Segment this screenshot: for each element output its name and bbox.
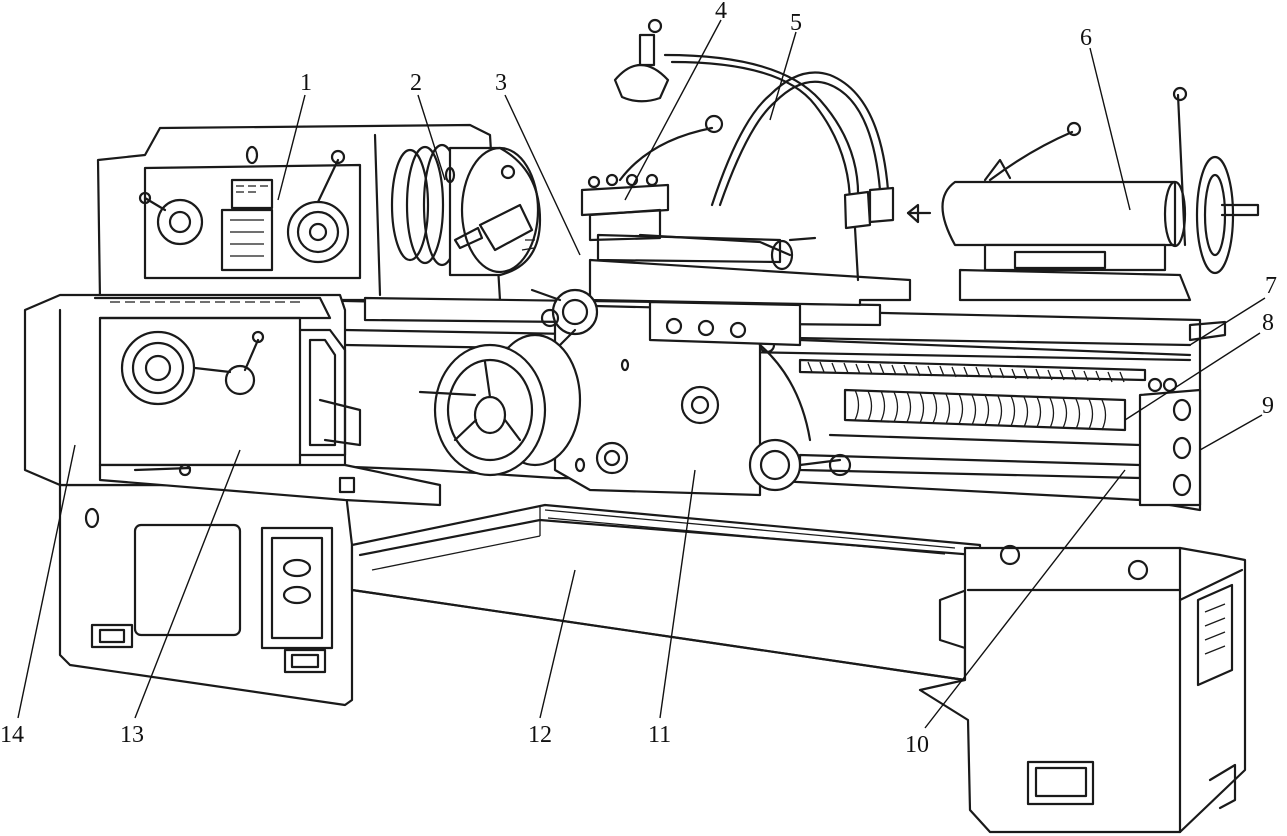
callout-5: 5 (790, 10, 802, 36)
callout-labels: 1 2 3 4 5 6 7 8 9 10 11 12 13 14 (0, 0, 1277, 758)
spindle-chuck (390, 143, 542, 277)
lead-screw (843, 388, 1127, 432)
tailstock (906, 86, 1260, 302)
callout-4: 4 (715, 0, 727, 24)
callout-6: 6 (1080, 25, 1092, 51)
callout-9: 9 (1262, 393, 1274, 419)
callout-8: 8 (1262, 310, 1274, 336)
gearbox (23, 293, 442, 507)
callout-10: 10 (905, 732, 929, 758)
callout-11: 11 (648, 722, 671, 748)
callout-leaders (17, 19, 1266, 729)
callout-13: 13 (120, 722, 144, 748)
callout-3: 3 (495, 70, 507, 96)
work-lamp (613, 18, 895, 282)
callout-14: 14 (0, 722, 24, 748)
callout-2: 2 (410, 70, 422, 96)
callout-1: 1 (300, 70, 312, 96)
carriage-handwheel (418, 333, 582, 477)
callout-7: 7 (1265, 273, 1277, 299)
callout-12: 12 (528, 722, 552, 748)
lathe-base (58, 483, 1247, 834)
apron (418, 303, 852, 497)
